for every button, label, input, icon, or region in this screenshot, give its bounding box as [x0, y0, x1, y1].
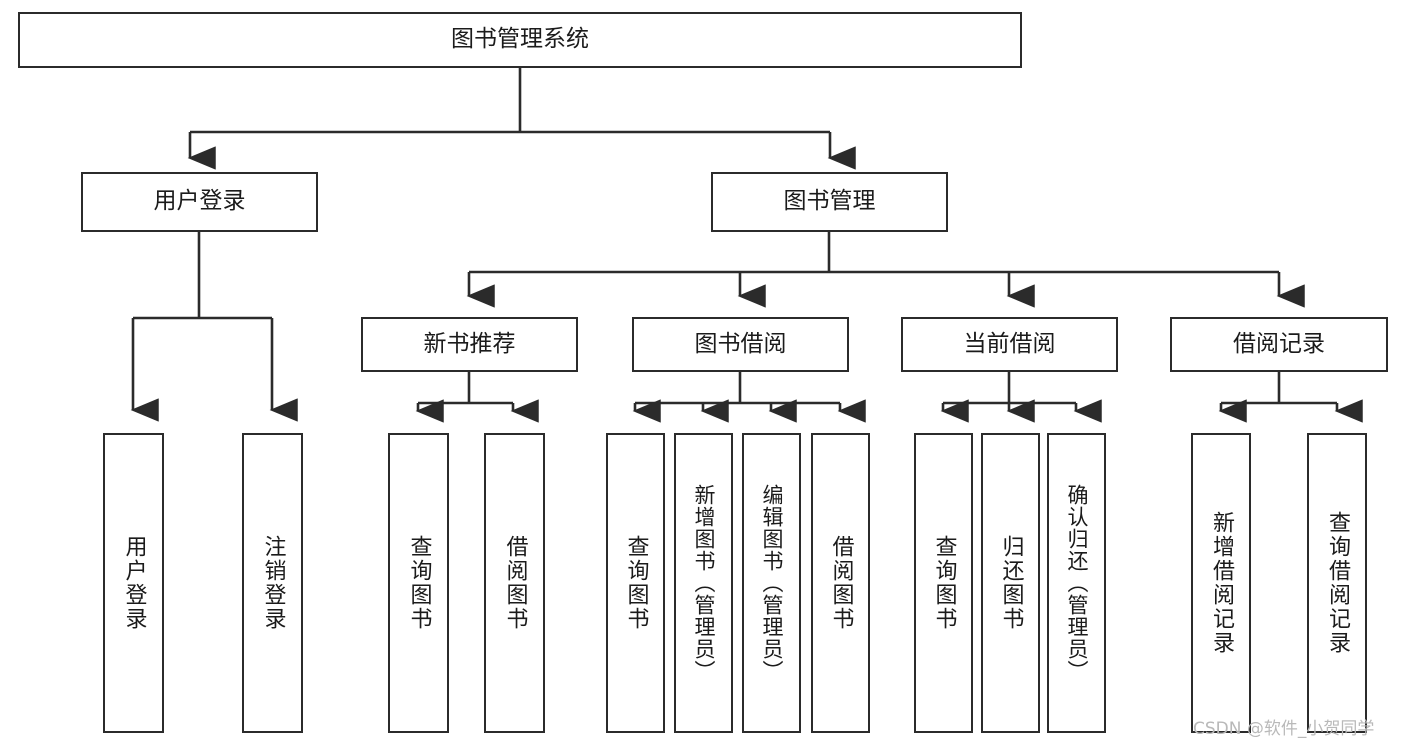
node-label: 用户登录 [153, 188, 246, 215]
leaf-book-borrow-edit-book-admin[interactable]: 编辑图书（管理员） [742, 433, 801, 733]
node-book-borrow[interactable]: 图书借阅 [632, 317, 849, 372]
node-label: 新增借阅记录 [1209, 511, 1234, 655]
node-root-book-management-system[interactable]: 图书管理系统 [18, 12, 1022, 68]
node-user-login[interactable]: 用户登录 [81, 172, 318, 232]
leaf-new-book-borrow-book[interactable]: 借阅图书 [484, 433, 545, 733]
node-label: 归还图书 [998, 535, 1024, 631]
node-book-management[interactable]: 图书管理 [711, 172, 948, 232]
leaf-current-borrow-confirm-return-admin[interactable]: 确认归还（管理员） [1047, 433, 1106, 733]
leaf-book-borrow-add-book-admin[interactable]: 新增图书（管理员） [674, 433, 733, 733]
node-label: 注销登录 [260, 535, 286, 631]
leaf-book-borrow-borrow-book[interactable]: 借阅图书 [811, 433, 870, 733]
leaf-current-borrow-return-book[interactable]: 归还图书 [981, 433, 1040, 733]
node-label: 图书借阅 [694, 330, 787, 357]
node-label: 图书管理 [783, 188, 876, 215]
leaf-current-borrow-query-book[interactable]: 查询图书 [914, 433, 973, 733]
watermark-text: CSDN @软件_小贺同学 [1193, 719, 1375, 739]
node-label: 借阅记录 [1233, 330, 1325, 357]
node-label: 查询图书 [623, 535, 649, 631]
node-new-book-recommend[interactable]: 新书推荐 [361, 317, 578, 372]
leaf-user-login-login[interactable]: 用户登录 [103, 433, 164, 733]
node-label: 用户登录 [121, 535, 147, 631]
node-label: 当前借阅 [963, 330, 1056, 357]
node-label: 新增图书（管理员） [692, 484, 716, 682]
node-label: 查询借阅记录 [1325, 511, 1350, 655]
node-label: 新书推荐 [423, 330, 516, 357]
node-label: 借阅图书 [502, 535, 528, 631]
node-borrow-record[interactable]: 借阅记录 [1170, 317, 1388, 372]
node-label: 借阅图书 [828, 535, 854, 631]
node-label: 查询图书 [406, 535, 432, 631]
leaf-book-borrow-query-book[interactable]: 查询图书 [606, 433, 665, 733]
leaf-user-login-logout[interactable]: 注销登录 [242, 433, 303, 733]
node-label: 图书管理系统 [451, 26, 589, 53]
leaf-borrow-record-query-record[interactable]: 查询借阅记录 [1307, 433, 1367, 733]
leaf-new-book-query-book[interactable]: 查询图书 [388, 433, 449, 733]
node-label: 确认归还（管理员） [1065, 484, 1089, 682]
node-current-borrow[interactable]: 当前借阅 [901, 317, 1118, 372]
leaf-borrow-record-add-record[interactable]: 新增借阅记录 [1191, 433, 1251, 733]
node-label: 编辑图书（管理员） [760, 484, 784, 682]
node-label: 查询图书 [931, 535, 957, 631]
